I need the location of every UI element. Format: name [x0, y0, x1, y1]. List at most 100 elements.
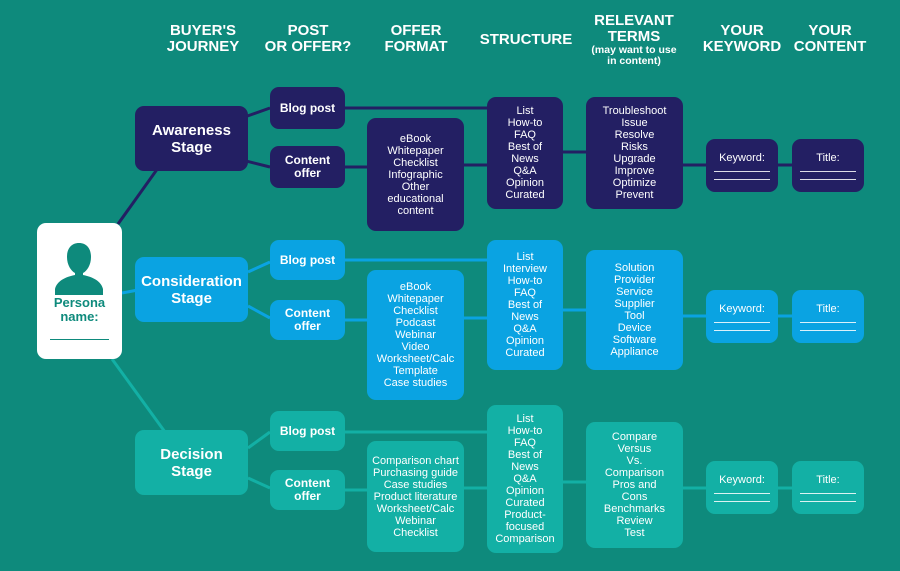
- persona-card[interactable]: Persona name:: [37, 223, 122, 359]
- consideration-content-offer: Content offer: [270, 300, 345, 340]
- list-item: Webinar: [395, 329, 436, 341]
- list-item: Whitepaper: [387, 144, 444, 157]
- connector-consideration-blog: [247, 260, 271, 274]
- list-item: Best of: [507, 141, 543, 153]
- list-item: Resolve: [614, 129, 655, 141]
- list-item: Supplier: [614, 298, 655, 310]
- list-item: News: [511, 153, 539, 165]
- list-item: Test: [624, 527, 645, 539]
- list-item: Infographic: [388, 168, 443, 181]
- list-item: Device: [617, 322, 652, 334]
- awareness-content-box[interactable]: Title:: [792, 139, 864, 192]
- list-item: Software: [612, 334, 657, 346]
- list-item: Other: [401, 180, 430, 193]
- list-item: Curated: [505, 189, 545, 201]
- list-item: educational: [387, 192, 444, 205]
- list-item: Template: [393, 365, 438, 377]
- list-item: List: [516, 105, 534, 117]
- persona-name-label: Persona name:: [53, 295, 106, 324]
- decision-keyword-label: Keyword:: [719, 473, 765, 486]
- list-item: Risks: [621, 141, 648, 153]
- list-item: Worksheet/Calc: [376, 353, 455, 365]
- header-offer-format: OFFER FORMAT: [384, 22, 448, 55]
- list-item: FAQ: [513, 287, 536, 299]
- decision-blog-post: Blog post: [270, 411, 345, 451]
- list-item: How-to: [507, 117, 543, 129]
- decision-title-label: Title:: [816, 473, 840, 486]
- awareness-keyword-label: Keyword:: [719, 151, 765, 164]
- list-item: Comparison: [495, 533, 555, 545]
- awareness-blog-post: Blog post: [270, 87, 345, 129]
- list-item: Checklist: [393, 305, 438, 317]
- list-item: content: [397, 204, 434, 217]
- list-item: Case studies: [383, 377, 448, 389]
- list-item: Provider: [614, 274, 655, 286]
- list-item: Best of: [507, 299, 543, 311]
- list-item: eBook: [399, 281, 432, 293]
- list-item: Troubleshoot: [602, 105, 667, 117]
- persona-name-field[interactable]: [50, 339, 109, 340]
- list-item: Q&A: [513, 473, 537, 485]
- decision-content-offer: Content offer: [270, 470, 345, 510]
- list-item: Solution: [614, 262, 655, 274]
- list-item: Q&A: [513, 323, 537, 335]
- header-relevant-terms-note: (may want to use in content): [591, 44, 677, 67]
- list-item: Service: [616, 286, 653, 298]
- list-item: Interview: [502, 263, 548, 275]
- list-item: Review: [616, 515, 653, 527]
- list-item: Purchasing guide: [372, 466, 458, 479]
- list-item: News: [511, 461, 539, 473]
- list-item: List: [516, 251, 534, 263]
- list-item: Curated: [505, 497, 545, 509]
- list-item: Optimize: [612, 177, 657, 189]
- list-item: FAQ: [513, 129, 536, 141]
- list-item: Best of: [507, 449, 543, 461]
- awareness-title-label: Title:: [816, 151, 840, 164]
- connector-decision-offer: [247, 476, 271, 490]
- list-item: Appliance: [610, 346, 659, 358]
- consideration-keyword-label: Keyword:: [719, 302, 765, 315]
- list-item: Whitepaper: [387, 293, 444, 305]
- list-item: Upgrade: [613, 153, 656, 165]
- list-item: Versus: [617, 443, 652, 455]
- list-item: Improve: [614, 165, 655, 177]
- list-item: Cons: [621, 491, 648, 503]
- list-item: Curated: [505, 347, 545, 359]
- header-relevant-terms: RELEVANT TERMS (may want to use in conte…: [576, 13, 692, 67]
- awareness-keyword-box[interactable]: Keyword:: [706, 139, 778, 192]
- list-item: Benchmarks: [603, 503, 666, 515]
- consideration-content-box[interactable]: Title:: [792, 290, 864, 343]
- list-item: Q&A: [513, 165, 537, 177]
- list-item: Prevent: [615, 189, 654, 201]
- consideration-keyword-box[interactable]: Keyword:: [706, 290, 778, 343]
- header-your-content: YOUR CONTENT: [793, 22, 867, 55]
- decision-keyword-box[interactable]: Keyword:: [706, 461, 778, 514]
- list-item: List: [516, 413, 534, 425]
- person-silhouette-icon: [55, 243, 103, 295]
- header-structure: STRUCTURE: [479, 31, 573, 48]
- decision-content-box[interactable]: Title:: [792, 461, 864, 514]
- list-item: Case studies: [383, 478, 448, 491]
- list-item: FAQ: [513, 437, 536, 449]
- list-item: Compare: [611, 431, 658, 443]
- list-item: Issue: [621, 117, 648, 129]
- list-item: How-to: [507, 425, 543, 437]
- header-post-or-offer: POST OR OFFER?: [264, 22, 352, 55]
- list-item: Comparison chart: [372, 454, 459, 467]
- list-item: Product literature: [373, 490, 458, 503]
- consideration-title-label: Title:: [816, 302, 840, 315]
- list-item: Worksheet/Calc: [376, 502, 455, 515]
- list-item: eBook: [399, 132, 432, 145]
- list-item: Opinion: [506, 485, 544, 497]
